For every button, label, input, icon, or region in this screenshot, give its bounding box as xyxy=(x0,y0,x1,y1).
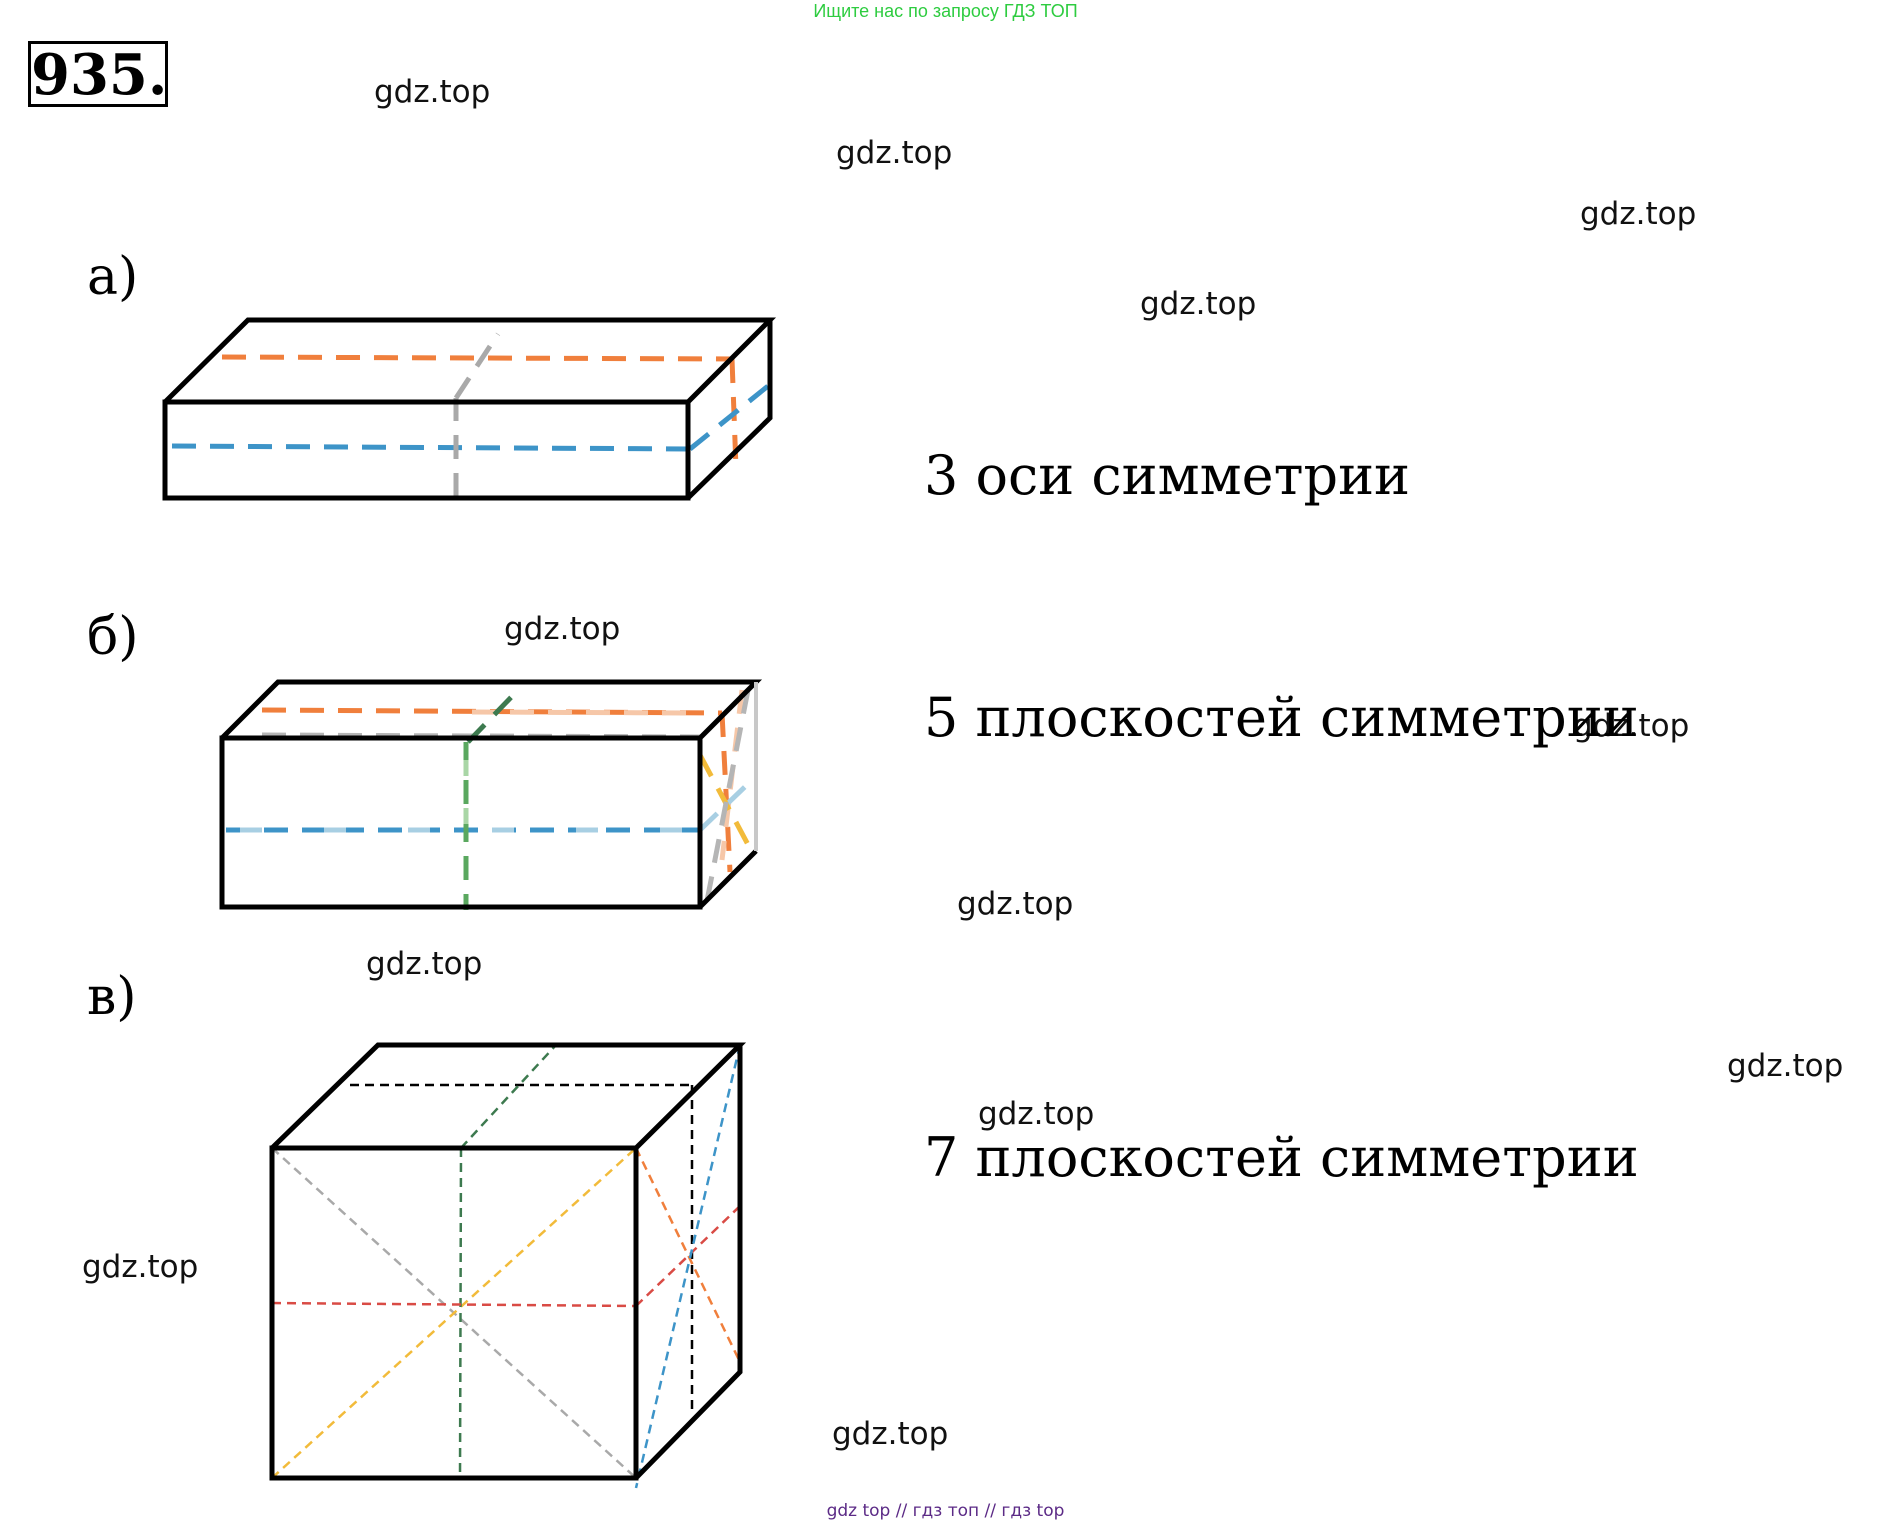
watermark: gdz.top xyxy=(82,1249,199,1285)
search-hint: Ищите нас по запросу ГДЗ ТОП xyxy=(813,1,1078,21)
axis-orange xyxy=(221,354,733,362)
cube-top-face xyxy=(270,1042,747,1150)
axis-blue xyxy=(171,443,691,452)
answer-b: 5 плоскостей симметрии xyxy=(924,686,1639,749)
plane-red-front xyxy=(271,1301,637,1308)
axis-gray-top xyxy=(453,332,501,400)
axis-blue-side xyxy=(688,384,770,451)
part-letter-a: а) xyxy=(87,247,139,307)
plane-red-side xyxy=(635,1205,741,1307)
watermark: gdz.top xyxy=(1573,708,1690,744)
plane-orange-side xyxy=(719,712,733,873)
box-right-face xyxy=(686,320,773,500)
plane-light-orange xyxy=(471,709,701,716)
problem-number: 935. xyxy=(28,41,168,107)
watermark: gdz.top xyxy=(366,946,483,982)
watermark: gdz.top xyxy=(957,886,1074,922)
part-letter-v: в) xyxy=(87,967,137,1027)
plane-yellow xyxy=(271,1147,637,1479)
watermark: gdz.top xyxy=(978,1096,1095,1132)
plane-green-top xyxy=(460,1044,557,1149)
plane-orange-side xyxy=(634,1147,742,1363)
plane-light-blue-side xyxy=(698,778,754,832)
watermark: gdz.top xyxy=(1727,1048,1844,1084)
watermark: gdz.top xyxy=(832,1416,949,1452)
box-front-face xyxy=(219,735,703,910)
plane-blue-side xyxy=(634,1044,742,1489)
part-letter-b: б) xyxy=(87,607,139,667)
box-right-bottom-edge xyxy=(698,849,758,909)
watermark: gdz.top xyxy=(836,135,953,171)
plane-dark-green xyxy=(466,686,522,744)
figure-a-box xyxy=(162,317,777,501)
watermark: gdz.top xyxy=(374,74,491,110)
box-top-face xyxy=(220,679,763,740)
figure-b-box xyxy=(219,679,763,910)
plane-green-front xyxy=(458,1147,463,1479)
answer-v: 7 плоскостей симметрии xyxy=(924,1126,1639,1189)
answer-a: 3 оси симметрии xyxy=(924,444,1411,507)
watermark: gdz.top xyxy=(1140,286,1257,322)
watermark: gdz.top xyxy=(1580,196,1697,232)
box-top-face xyxy=(163,317,777,404)
footer-links: gdz top // гдз топ // гдз top xyxy=(826,1501,1065,1521)
figure-v-cube xyxy=(269,1042,747,1489)
watermark: gdz.top xyxy=(504,611,621,647)
cube-right-face xyxy=(634,1045,743,1480)
